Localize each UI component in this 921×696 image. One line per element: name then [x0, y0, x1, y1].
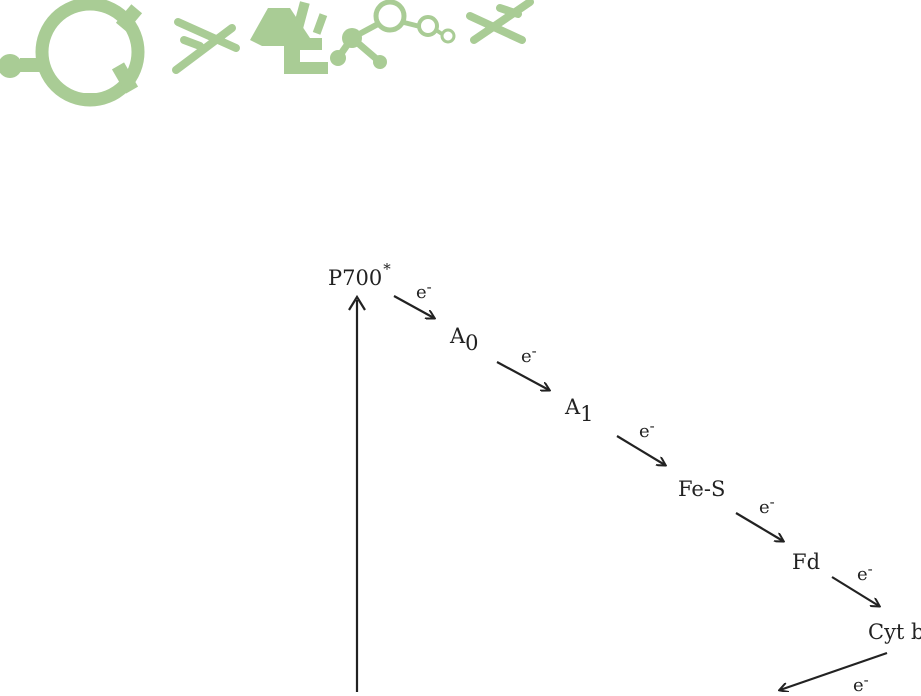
decorative-banner — [0, 0, 534, 107]
electron-label: e- — [853, 671, 869, 696]
microscope-icon — [250, 1, 328, 74]
electron-label: e- — [857, 560, 873, 585]
molecule-icon — [330, 0, 456, 69]
carrier-fd: Fd — [792, 550, 821, 574]
chromosome-icon — [172, 18, 240, 74]
carrier-cyt-b: Cyt b — [868, 620, 921, 644]
plasmid-icon — [0, 0, 145, 107]
transfer-arrow-p700-a0 — [393, 295, 434, 318]
electron-label: e- — [416, 278, 432, 303]
transfer-arrow-cytb-return — [780, 651, 888, 690]
transfer-arrow-a0-a1 — [496, 361, 549, 390]
electron-label: e- — [759, 493, 775, 518]
electron-label: e- — [521, 342, 537, 367]
carrier-a0: A0 — [450, 324, 479, 355]
transfer-arrow-fd-cytb — [831, 576, 879, 606]
carrier-a1: A1 — [565, 395, 594, 426]
chromosome-icon — [466, 0, 534, 44]
electron-label: e- — [639, 417, 655, 442]
excitation-arrowhead — [348, 294, 366, 311]
carrier-fe-s: Fe-S — [678, 477, 726, 501]
transfer-arrow-a1-fes — [616, 435, 665, 465]
carrier-p700: P700* — [328, 260, 391, 290]
transfer-arrow-fes-fd — [735, 512, 783, 541]
